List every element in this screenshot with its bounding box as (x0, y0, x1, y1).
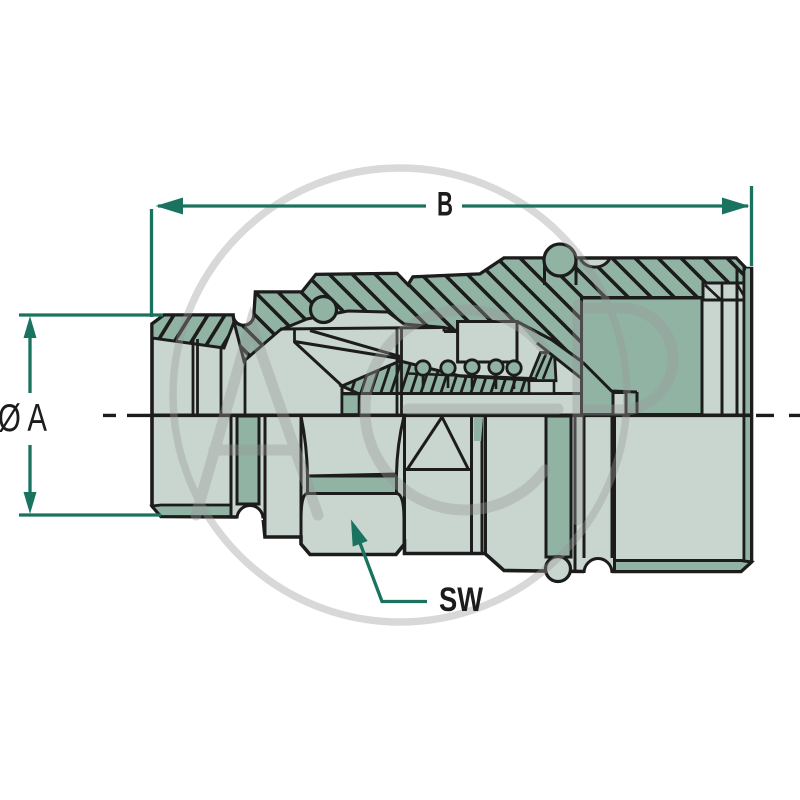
svg-text:Ø A: Ø A (0, 397, 47, 440)
svg-text:B: B (437, 186, 453, 224)
svg-text:SW: SW (439, 581, 484, 619)
